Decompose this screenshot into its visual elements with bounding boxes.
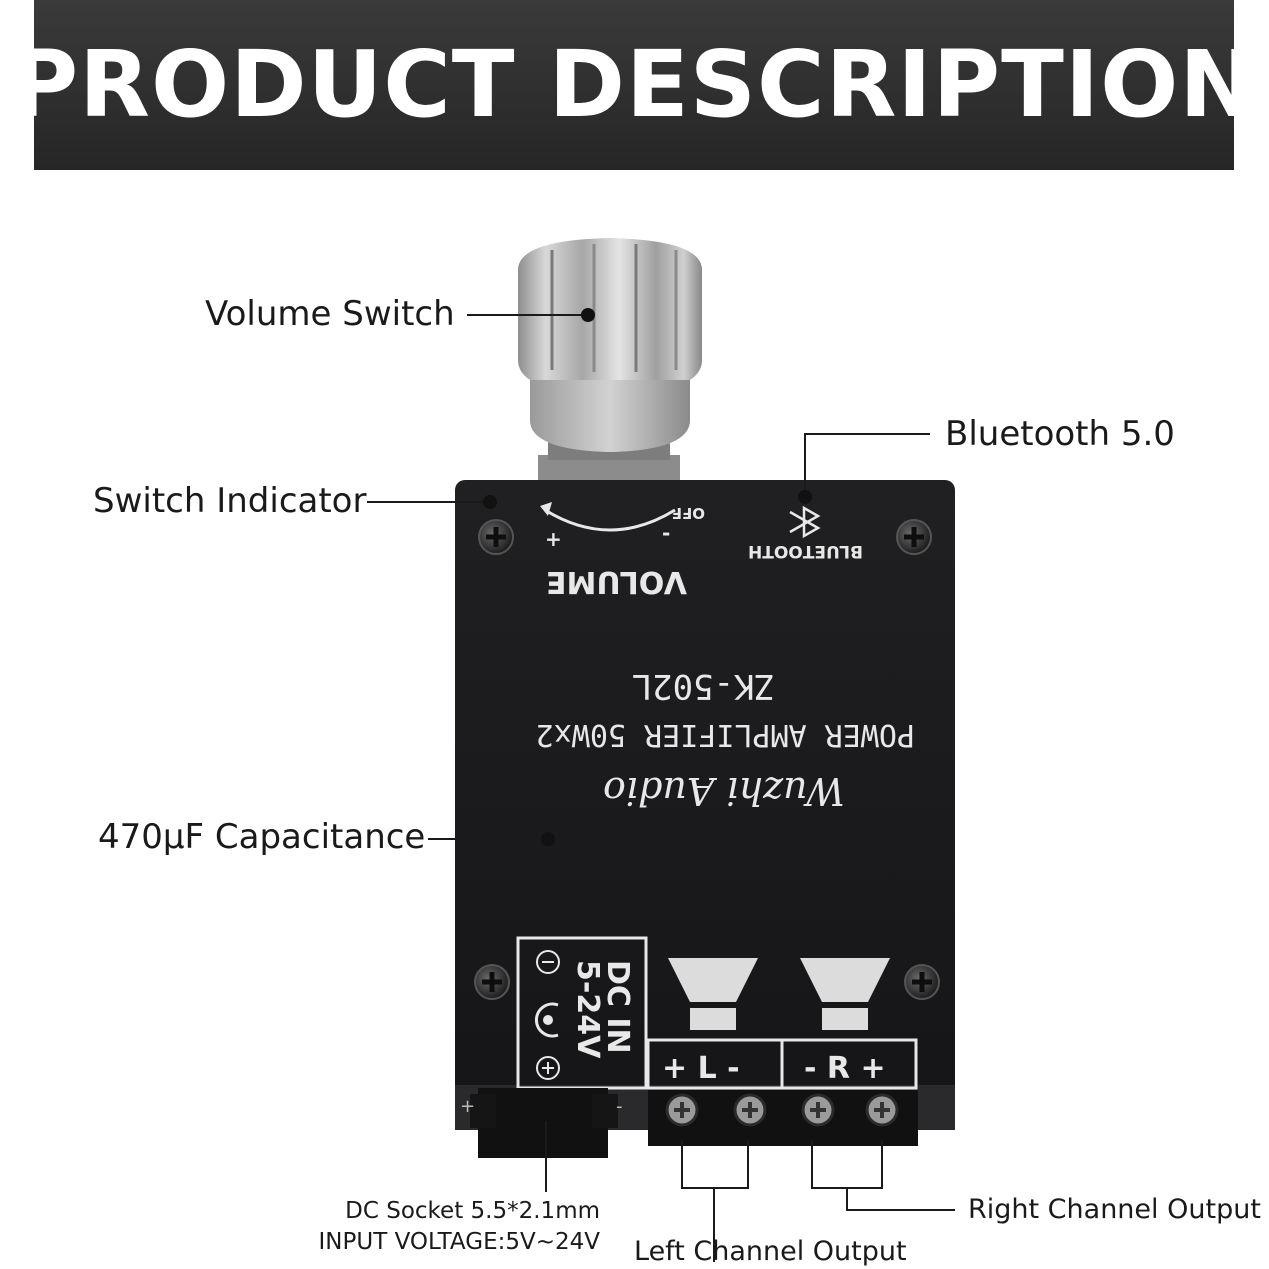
dot-bluetooth bbox=[798, 490, 812, 504]
bluetooth-label: Bluetooth 5.0 bbox=[945, 414, 1175, 454]
switch-indicator-label: Switch Indicator bbox=[93, 481, 367, 521]
volume-minus-silk: - bbox=[662, 521, 670, 545]
dot-volume bbox=[581, 308, 595, 322]
bluetooth-silk: BLUETOOTH bbox=[748, 541, 863, 561]
terminal-block bbox=[648, 1090, 918, 1146]
dot-capacitance bbox=[541, 832, 555, 846]
volume-silk: VOLUME bbox=[546, 564, 687, 599]
volume-switch-label: Volume Switch bbox=[205, 294, 455, 334]
jack-plus: + bbox=[460, 1096, 475, 1117]
power-silk: POWER AMPLIFIER 50Wx2 bbox=[536, 717, 915, 752]
volume-knob bbox=[518, 238, 702, 485]
screw-bottom-left bbox=[474, 964, 510, 1000]
dc-voltage-label: 5-24V bbox=[570, 960, 605, 1059]
right-speaker-icon bbox=[800, 958, 890, 1030]
title-banner: PRODUCT DESCRIPTION bbox=[11, 0, 1256, 170]
dc-socket-line2: INPUT VOLTAGE:5V~24V bbox=[318, 1229, 600, 1256]
volume-arc-silk: + - OFF VOLUME bbox=[540, 502, 705, 599]
bluetooth-icon: BLUETOOTH bbox=[748, 505, 863, 561]
dc-in-label: DC IN bbox=[600, 960, 635, 1054]
right-terminal-silk: - R + bbox=[804, 1051, 886, 1086]
dot-dc-socket bbox=[539, 1107, 553, 1121]
screw-top-left bbox=[478, 519, 514, 555]
left-channel-label: Left Channel Output bbox=[634, 1236, 907, 1267]
dc-jack: + - bbox=[460, 1088, 623, 1158]
dc-in-silk: DC IN 5-24V bbox=[516, 936, 648, 1090]
left-speaker-icon bbox=[668, 958, 758, 1030]
banner-title: PRODUCT DESCRIPTION bbox=[10, 31, 1258, 138]
brand-script-silk: Wuzhi Audio bbox=[603, 769, 845, 813]
model-silk: ZK-502L bbox=[632, 666, 775, 706]
dc-socket-label: DC Socket 5.5*2.1mm INPUT VOLTAGE:5V~24V bbox=[319, 1196, 600, 1258]
capacitance-label: 470µF Capacitance bbox=[98, 817, 426, 857]
screw-bottom-right bbox=[904, 964, 940, 1000]
dot-switch-indicator bbox=[483, 495, 497, 509]
jack-minus: - bbox=[616, 1096, 623, 1117]
off-silk: OFF bbox=[672, 504, 705, 522]
screw-top-right bbox=[896, 519, 932, 555]
volume-plus-silk: + bbox=[545, 527, 562, 551]
left-terminal-silk: + L - bbox=[662, 1051, 740, 1086]
right-channel-label: Right Channel Output bbox=[968, 1194, 1261, 1225]
dc-socket-line1: DC Socket 5.5*2.1mm bbox=[345, 1198, 600, 1224]
leader-lines bbox=[367, 314, 955, 1262]
